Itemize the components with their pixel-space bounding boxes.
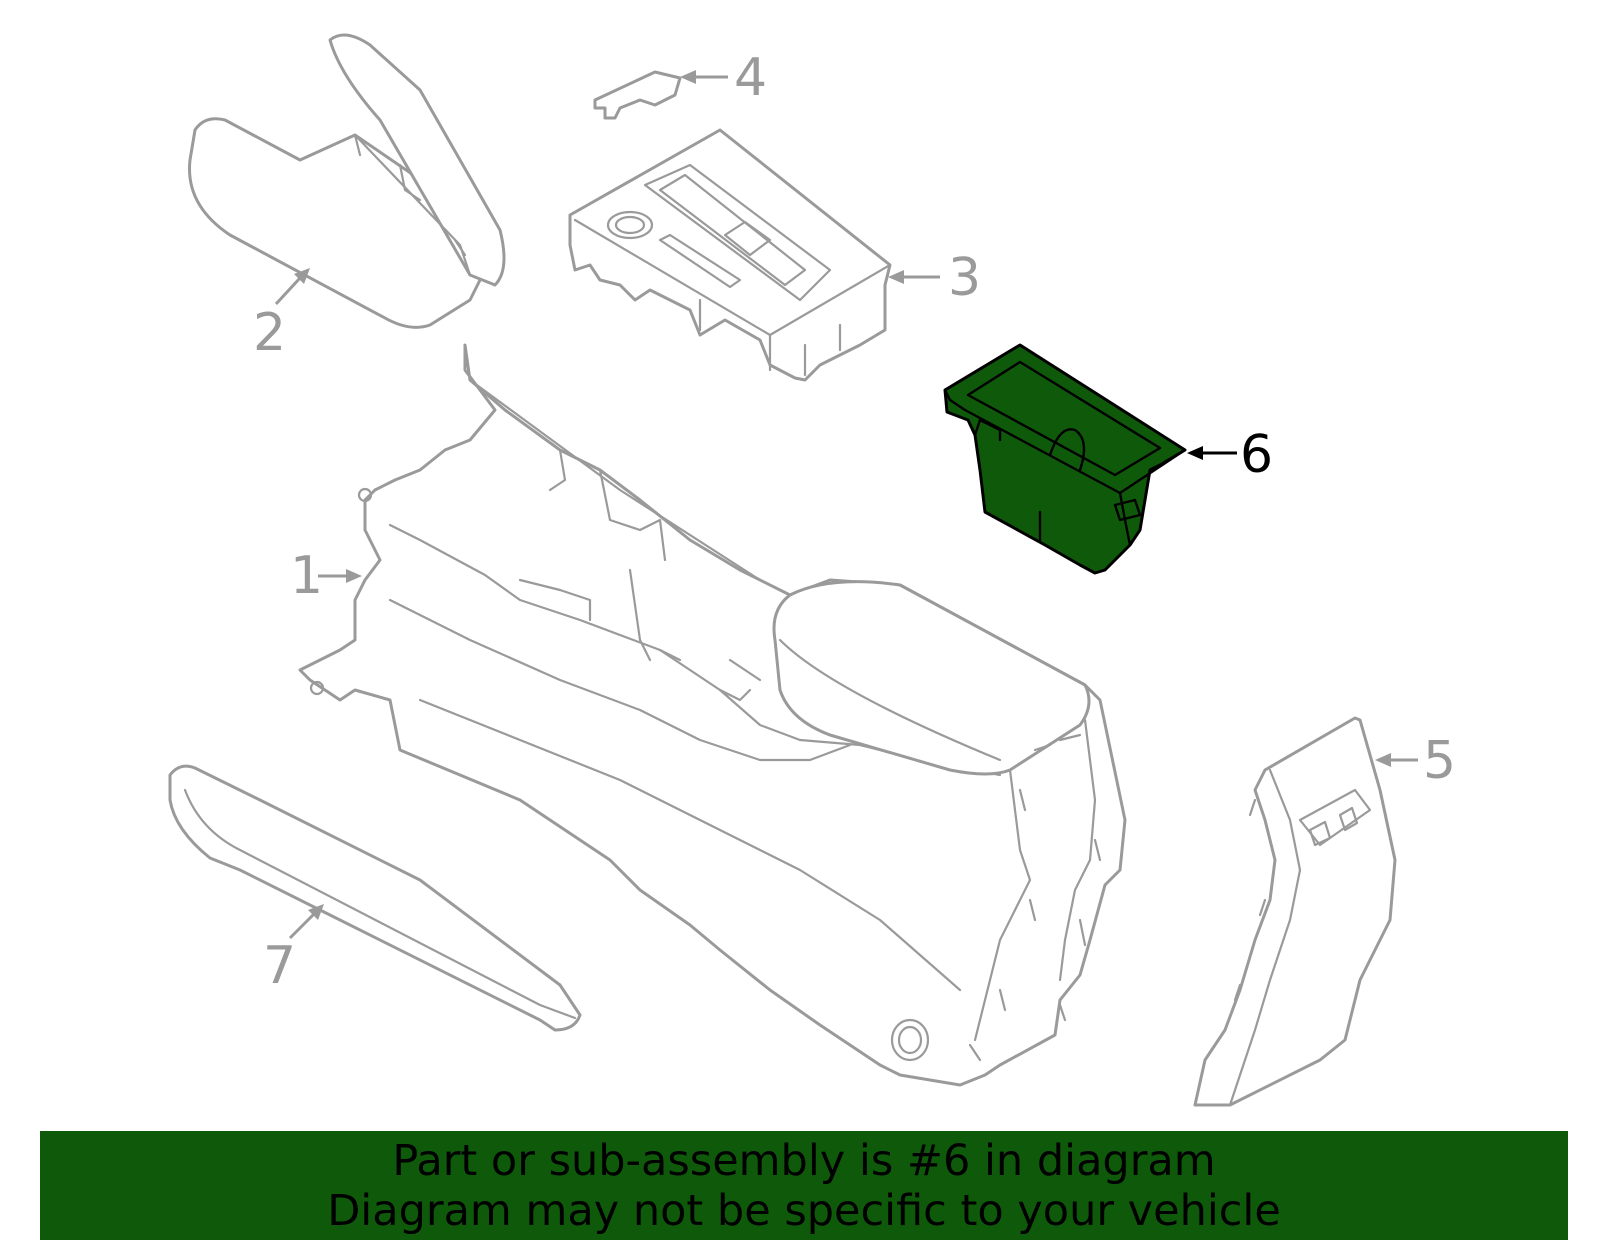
part-5-side-trim[interactable] <box>1193 716 1397 1107</box>
callout-1: 1 <box>290 546 362 606</box>
callout-2-label: 2 <box>253 303 286 363</box>
part-3-shifter-bezel[interactable] <box>568 128 892 382</box>
part-1-console-body[interactable] <box>298 343 1127 1087</box>
callout-3: 3 <box>888 248 981 308</box>
callout-5: 5 <box>1375 731 1456 791</box>
callout-5-label: 5 <box>1423 731 1456 791</box>
callout-6: 6 <box>1187 425 1273 485</box>
callout-1-label: 1 <box>290 546 323 606</box>
callout-4-label: 4 <box>734 48 767 108</box>
callout-4: 4 <box>680 48 767 108</box>
callout-2: 2 <box>253 268 310 363</box>
part-2-armrest-lid[interactable] <box>188 33 506 329</box>
callout-6-label: 6 <box>1240 425 1273 485</box>
callout-7-label: 7 <box>263 936 296 996</box>
info-banner: Part or sub-assembly is #6 in diagram Di… <box>40 1131 1568 1240</box>
callout-7: 7 <box>263 904 324 996</box>
banner-line-2: Diagram may not be specific to your vehi… <box>327 1185 1281 1236</box>
part-4-clip[interactable] <box>593 70 682 120</box>
callout-3-label: 3 <box>948 248 981 308</box>
part-6-cup-holder[interactable] <box>943 343 1187 575</box>
parts-diagram: 1 2 3 4 5 6 7 <box>168 33 1456 1107</box>
banner-line-1: Part or sub-assembly is #6 in diagram <box>392 1135 1216 1186</box>
part-7-trim-strip[interactable] <box>168 764 582 1032</box>
